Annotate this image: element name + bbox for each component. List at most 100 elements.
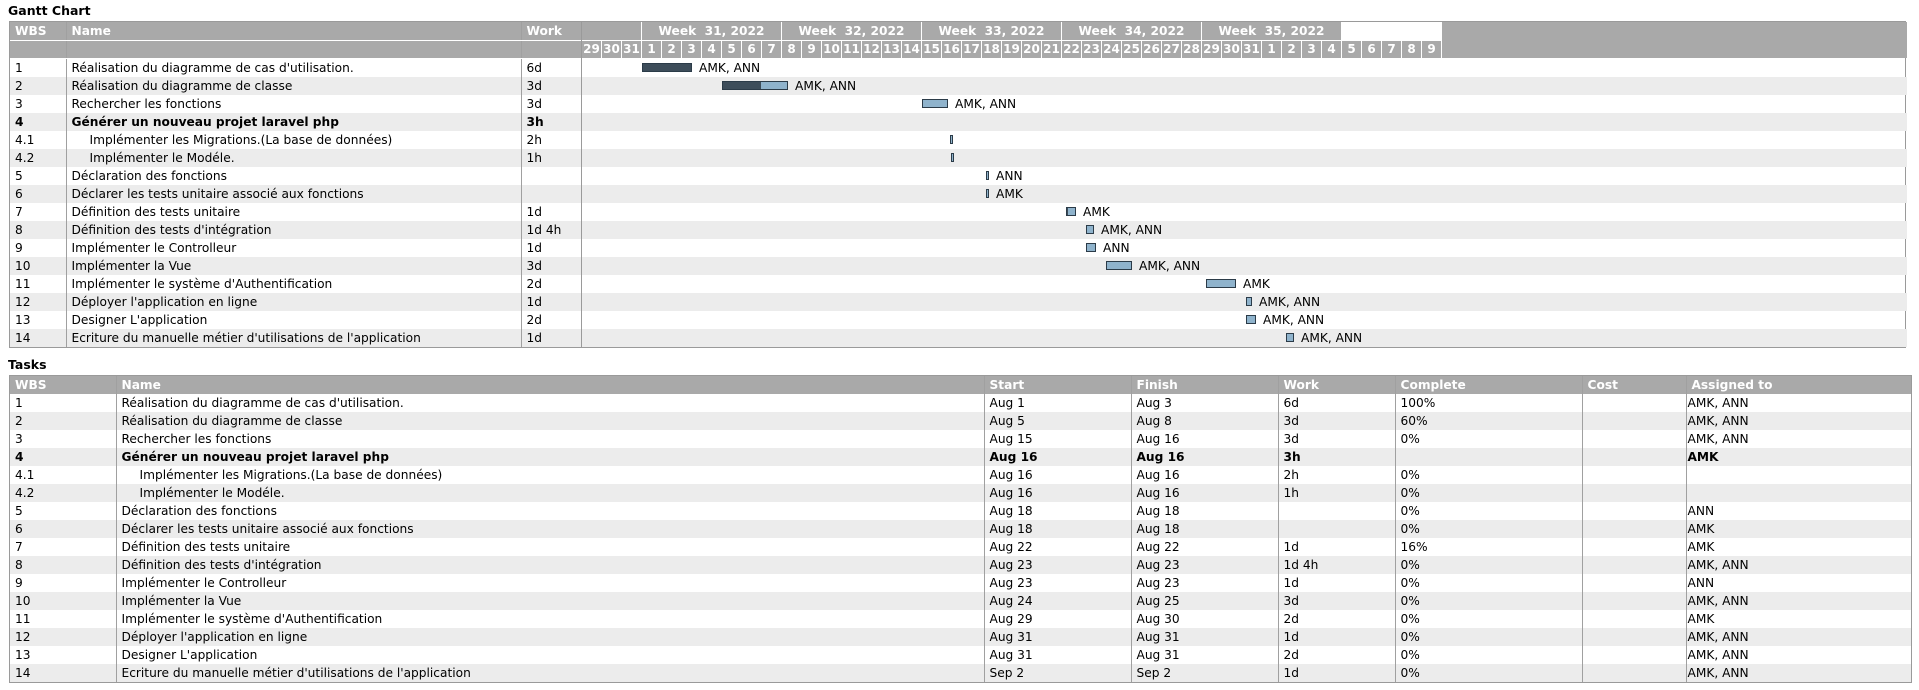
day-header: 28	[1182, 41, 1202, 58]
gantt-bar[interactable]	[986, 171, 989, 180]
gantt-bar[interactable]	[950, 135, 953, 144]
gantt-header-spacer	[10, 40, 66, 59]
gantt-cell-wbs: 4.2	[10, 149, 66, 167]
task-cell-wbs: 11	[15, 612, 31, 626]
gantt-bar[interactable]	[1066, 207, 1076, 216]
task-cell-cost	[1581, 556, 1686, 574]
task-cell-start: Aug 24	[983, 592, 1131, 610]
gantt-cell-name: Réalisation du diagramme de cas d'utilis…	[65, 58, 521, 77]
gantt-row-band	[582, 167, 1907, 185]
task-cell-work: 1h	[1277, 484, 1395, 502]
task-cell-assigned: AMK, ANN	[1685, 556, 1911, 574]
tasks-header-complete[interactable]: Complete	[1394, 376, 1582, 394]
gantt-header-wbs[interactable]: WBS	[10, 22, 66, 41]
gantt-header-name[interactable]: Name	[65, 22, 521, 41]
task-cell-cost	[1581, 448, 1686, 466]
gantt-row-band	[582, 221, 1907, 239]
tasks-header-cost[interactable]: Cost	[1581, 376, 1686, 394]
task-cell-name: Déclarer les tests unitaire associé aux …	[115, 520, 984, 538]
tasks-header-work[interactable]: Work	[1277, 376, 1395, 394]
gantt-cell-work: 1d	[520, 203, 581, 221]
task-cell-work: 3d	[1277, 430, 1395, 448]
task-cell-complete: 0%	[1394, 646, 1582, 664]
task-cell-name: Ecriture du manuelle métier d'utilisatio…	[115, 664, 984, 682]
gantt-bar[interactable]	[1286, 333, 1294, 342]
task-cell-finish: Sep 2	[1130, 664, 1278, 682]
task-cell-name: Implémenter le système d'Authentificatio…	[115, 610, 984, 628]
gantt-bar[interactable]	[642, 63, 692, 72]
table-row[interactable]: 11 Implémenter le système d'Authentificat…	[10, 610, 1911, 628]
gantt-cell-name: Designer L'application	[65, 311, 521, 329]
task-cell-cost	[1581, 592, 1686, 610]
gantt-bar[interactable]	[951, 153, 954, 162]
day-header: 31	[1242, 41, 1262, 58]
gantt-bar-label: AMK, ANN	[1139, 259, 1201, 273]
gantt-header-work[interactable]: Work	[520, 22, 581, 41]
tasks-header-start[interactable]: Start	[983, 376, 1131, 394]
task-cell-cost	[1581, 412, 1686, 430]
day-header: 26	[1142, 41, 1162, 58]
gantt-bar[interactable]	[922, 99, 948, 108]
day-header: 3	[1302, 41, 1322, 58]
day-header: 18	[982, 41, 1002, 58]
task-cell-assigned: AMK	[1685, 538, 1911, 556]
task-cell-work	[1277, 520, 1395, 538]
task-cell-work: 3d	[1277, 592, 1395, 610]
task-cell-assigned: AMK, ANN	[1685, 628, 1911, 646]
gantt-bar[interactable]	[1086, 225, 1094, 234]
gantt-bar[interactable]	[1106, 261, 1132, 270]
tasks-header-assigned[interactable]: Assigned to	[1685, 376, 1911, 394]
tasks-header-name[interactable]: Name	[115, 376, 984, 394]
gantt-cell-name: Implémenter le système d'Authentificatio…	[65, 275, 521, 293]
gantt-bar[interactable]	[1246, 315, 1256, 324]
tasks-header-wbs[interactable]: WBS	[10, 376, 116, 394]
task-cell-finish: Aug 18	[1130, 502, 1278, 520]
task-cell-cost	[1581, 574, 1686, 592]
gantt-bar[interactable]	[1206, 279, 1236, 288]
gantt-cell-work: 1h	[520, 149, 581, 167]
day-header: 23	[1082, 41, 1102, 58]
task-cell-name: Implémenter les Migrations.(La base de d…	[115, 466, 984, 484]
task-cell-work: 3d	[1277, 412, 1395, 430]
gantt-bar[interactable]	[1246, 297, 1252, 306]
gantt-row-band	[582, 311, 1907, 329]
gantt-bar[interactable]	[986, 189, 989, 198]
tasks-header-finish[interactable]: Finish	[1130, 376, 1278, 394]
gantt-bar[interactable]	[722, 81, 788, 90]
gantt-bar[interactable]	[1086, 243, 1096, 252]
gantt-cell-name: Déployer l'application en ligne	[65, 293, 521, 311]
day-header: 3	[682, 41, 702, 58]
task-cell-complete: 0%	[1394, 502, 1582, 520]
